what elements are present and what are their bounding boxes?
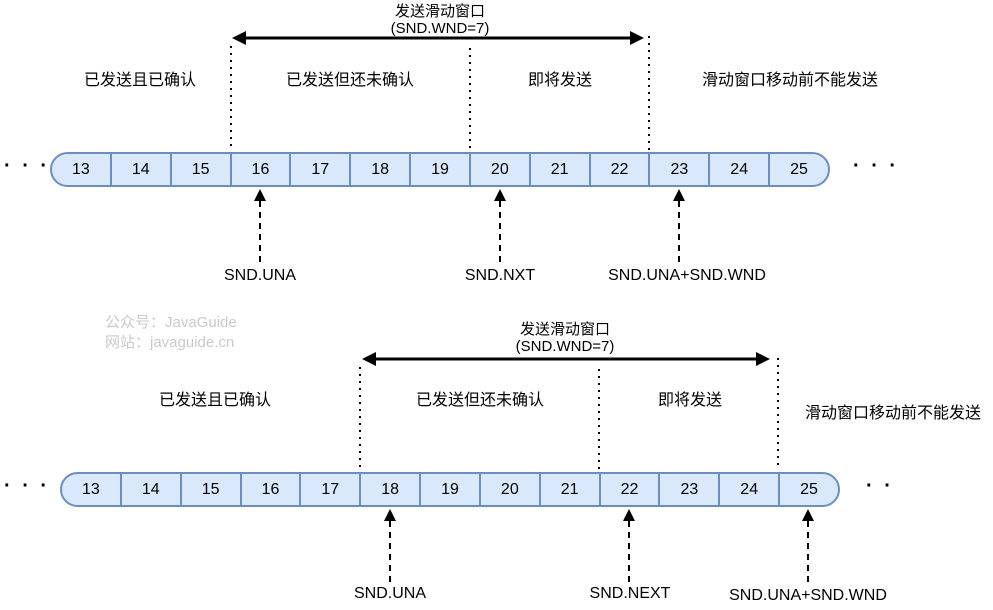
bottom-snd-una-arrowhead-icon <box>384 509 396 521</box>
top-send-window-arrowhead-right-icon <box>630 31 644 45</box>
top-cell-24: 24 <box>708 154 768 185</box>
top-send-window-title: 发送滑动窗口 <box>394 3 486 20</box>
bottom-right-ellipsis-icon: · · <box>866 475 894 497</box>
top-cell-16: 16 <box>229 154 290 185</box>
bottom-cell-19: 19 <box>419 474 479 505</box>
top-send-window-label: 发送滑动窗口 (SND.WND=7) <box>391 3 490 37</box>
top-cell-21: 21 <box>528 154 589 185</box>
top-cell-15: 15 <box>169 154 230 185</box>
top-snd-wnd-end-label: SND.UNA+SND.WND <box>608 267 766 284</box>
top-cell-19: 19 <box>409 154 469 185</box>
bottom-cell-18: 18 <box>359 474 419 505</box>
bottom-left-ellipsis-icon: · · · <box>4 475 51 497</box>
bottom-sequence-row: 13 14 15 16 17 18 19 20 21 22 23 24 25 <box>60 472 840 507</box>
bottom-send-window-label: 发送滑动窗口 (SND.WND=7) <box>516 321 615 355</box>
top-section-unacked-label: 已发送但还未确认 <box>285 72 415 89</box>
bottom-cell-15: 15 <box>179 474 240 505</box>
bottom-cell-23: 23 <box>658 474 718 505</box>
bottom-snd-next-label: SND.NEXT <box>589 585 671 602</box>
top-section-blocked-label: 滑动窗口移动前不能发送 <box>701 72 879 89</box>
top-cell-23: 23 <box>648 154 708 185</box>
top-snd-wnd-end-arrowhead-icon <box>673 189 685 201</box>
bottom-send-window-arrowhead-left-icon <box>362 352 376 366</box>
top-section-next-label: 即将发送 <box>527 72 593 89</box>
bottom-cell-14: 14 <box>119 474 180 505</box>
bottom-cell-22: 22 <box>598 474 659 505</box>
bottom-section-unacked-label: 已发送但还未确认 <box>415 392 545 409</box>
bottom-snd-next-arrowhead-icon <box>623 509 635 521</box>
bottom-cell-16: 16 <box>239 474 300 505</box>
top-section-acked-label: 已发送且已确认 <box>83 72 197 89</box>
bottom-cell-17: 17 <box>299 474 359 505</box>
bottom-snd-una-label: SND.UNA <box>353 585 427 602</box>
bottom-section-next-label: 即将发送 <box>657 392 723 409</box>
bottom-send-window-title: 发送滑动窗口 <box>519 321 611 338</box>
bottom-snd-wnd-end-label: SND.UNA+SND.WND <box>729 587 887 604</box>
bottom-cell-21: 21 <box>538 474 599 505</box>
bottom-cell-25: 25 <box>778 474 838 505</box>
bottom-send-window-arrowhead-right-icon <box>756 352 770 366</box>
bottom-cell-13: 13 <box>82 480 100 498</box>
top-cell-20: 20 <box>468 154 529 185</box>
top-send-window-size: (SND.WND=7) <box>390 20 490 37</box>
top-snd-una-label: SND.UNA <box>223 267 297 284</box>
top-snd-nxt-label: SND.NXT <box>464 267 536 284</box>
top-left-ellipsis-icon: · · · <box>4 155 51 177</box>
top-cell-18: 18 <box>349 154 409 185</box>
watermark-line-1: 公众号：JavaGuide <box>105 314 237 331</box>
top-snd-una-arrowhead-icon <box>254 189 266 201</box>
top-cell-13: 13 <box>72 160 90 178</box>
bottom-cell-24: 24 <box>718 474 778 505</box>
bottom-cell-20: 20 <box>478 474 539 505</box>
bottom-section-acked-label: 已发送且已确认 <box>158 392 272 409</box>
watermark: 公众号：JavaGuide 网站：javaguide.cn <box>105 313 237 353</box>
top-send-window-arrowhead-left-icon <box>232 31 246 45</box>
top-cell-17: 17 <box>289 154 349 185</box>
top-cell-22: 22 <box>588 154 649 185</box>
top-snd-nxt-arrowhead-icon <box>494 189 506 201</box>
top-right-ellipsis-icon: · · · <box>853 155 900 177</box>
bottom-section-blocked-label: 滑动窗口移动前不能发送 <box>804 405 982 422</box>
top-cell-25: 25 <box>768 154 828 185</box>
bottom-send-window-size: (SND.WND=7) <box>515 338 615 355</box>
top-cell-14: 14 <box>109 154 170 185</box>
watermark-line-2: 网站：javaguide.cn <box>105 334 235 351</box>
top-sequence-row: 13 14 15 16 17 18 19 20 21 22 23 24 25 <box>50 152 830 187</box>
bottom-snd-wnd-end-arrowhead-icon <box>802 509 814 521</box>
